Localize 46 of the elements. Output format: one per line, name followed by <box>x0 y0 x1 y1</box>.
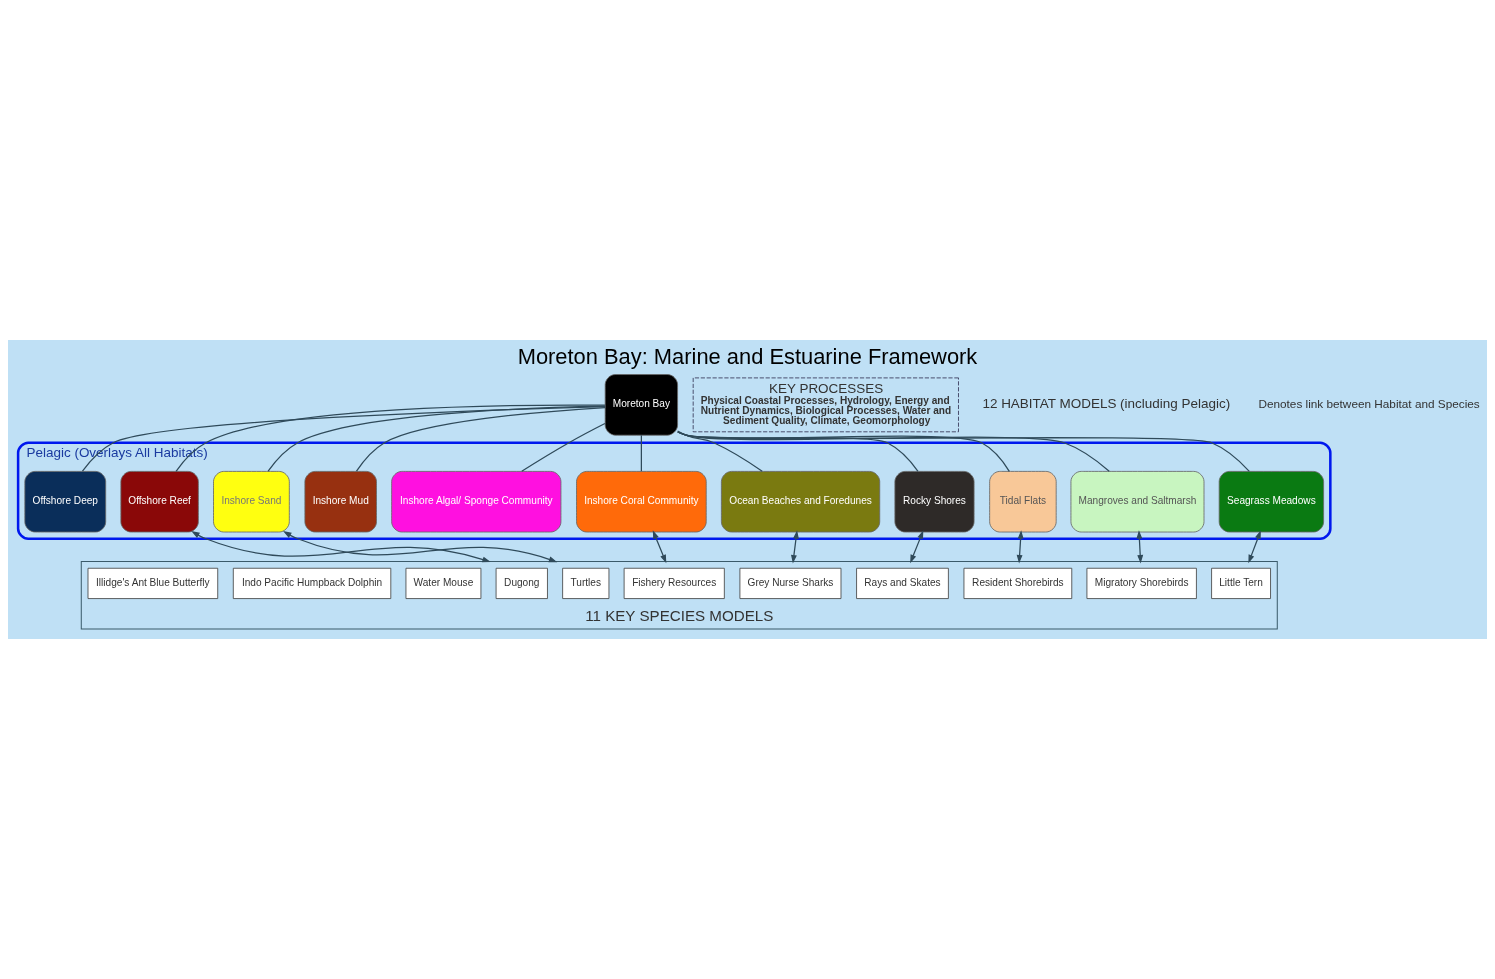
arrow <box>1016 530 1024 564</box>
legend-label: Denotes link between Habitat and Species <box>1258 396 1480 410</box>
node-box: Tidal Flats <box>989 470 1057 533</box>
connector <box>355 406 606 472</box>
node-box: Turtles <box>562 567 610 599</box>
arrow <box>910 530 924 564</box>
node-box: Inshore Algal/ Sponge Community <box>391 470 562 533</box>
node-box: Rocky Shores <box>894 470 975 533</box>
node-box: Fishery Resources <box>623 567 725 599</box>
arrow <box>191 531 491 563</box>
connector <box>677 431 1250 472</box>
connector <box>676 431 919 472</box>
diagram-title: Moreton Bay: Marine and Estuarine Framework <box>517 344 978 370</box>
node-box: Offshore Deep <box>24 470 107 533</box>
node-box: Inshore Sand <box>213 470 290 533</box>
node-box: Illidge's Ant Blue Butterfly <box>87 567 219 599</box>
node-box: KEY PROCESSES Physical Coastal Processes, Hydrology, Energy and Nutrient Dynamics, Biological Processes, Water and Sediment Quality, Climate, Geomorphology <box>692 377 959 433</box>
connector <box>677 431 1110 472</box>
node-box: Offshore Reef <box>120 470 199 533</box>
node-box: Little Tern <box>1211 567 1271 599</box>
arrow <box>283 531 558 563</box>
node-box: Grey Nurse Sharks <box>739 567 842 599</box>
node-box: Moreton Bay <box>604 374 678 436</box>
node-box: Inshore Mud <box>304 470 377 533</box>
node-box: Rays and Skates <box>856 567 949 599</box>
node-box: Seagrass Meadows <box>1218 470 1324 533</box>
connector <box>640 434 642 472</box>
connector <box>677 431 1010 472</box>
node-box: Mangroves and Saltmarsh <box>1070 470 1205 533</box>
node-box: Ocean Beaches and Foredunes <box>720 470 881 533</box>
connector <box>677 430 763 472</box>
connector <box>175 404 606 472</box>
connector <box>81 405 606 472</box>
node-box: Indo Pacific Humpback Dolphin <box>232 567 392 599</box>
node-box: Migratory Shorebirds <box>1086 567 1197 599</box>
arrow <box>791 530 799 564</box>
arrow <box>652 530 667 564</box>
node-box: Water Mouse <box>405 567 482 599</box>
connector <box>267 405 606 472</box>
arrow <box>1248 530 1261 564</box>
arrow <box>1136 530 1144 564</box>
node-box: Dugong <box>495 567 548 599</box>
node-box: Resident Shorebirds <box>963 567 1073 599</box>
connector <box>521 422 606 472</box>
label: 12 HABITAT MODELS (including Pelagic) <box>982 396 1231 412</box>
node-box: Inshore Coral Community <box>576 470 707 533</box>
